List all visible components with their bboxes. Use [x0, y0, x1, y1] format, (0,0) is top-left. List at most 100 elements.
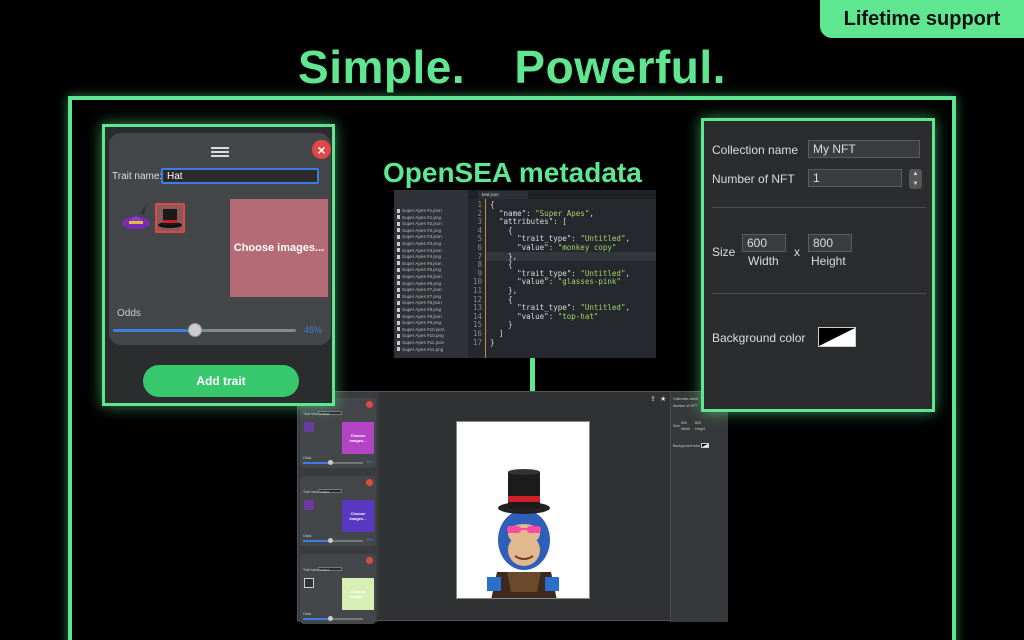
file-list-item[interactable]: Super Apes #9.png — [397, 320, 441, 325]
mini-slider-knob[interactable] — [328, 616, 333, 621]
file-list-item[interactable]: Super Apes #11.png — [397, 347, 443, 352]
line-number: 13 — [472, 303, 482, 313]
mini-odds-slider[interactable] — [303, 616, 363, 621]
thumbnail-hat-purple[interactable] — [121, 203, 151, 233]
code-area[interactable]: { "name": "Super Apes", "attributes": [ … — [490, 199, 656, 358]
file-list-item[interactable]: Super Apes #1.png — [397, 215, 441, 220]
feature-frame — [68, 96, 956, 640]
mini-thumbnail[interactable] — [304, 500, 314, 510]
editor-tab[interactable]: test.json — [478, 191, 528, 199]
mini-thumbnail[interactable] — [304, 422, 314, 432]
mini-number-label: Number of NFT — [673, 404, 698, 408]
file-list-item[interactable]: Super Apes #4.png — [397, 254, 441, 259]
mini-width-value[interactable]: 600 — [681, 421, 687, 425]
mini-bg-swatch[interactable] — [701, 443, 709, 448]
odds-value: 45% — [304, 325, 323, 335]
code-line: "value": "monkey copy" — [490, 243, 617, 252]
mini-choose-images[interactable]: Choose images... — [342, 422, 374, 454]
mini-odds-slider[interactable] — [303, 460, 363, 465]
file-list-item[interactable]: Super Apes #6.json — [397, 274, 442, 279]
mini-choose-images[interactable]: Choose images... — [342, 578, 374, 610]
code-line: "trait_type": "Untitled", — [490, 234, 630, 244]
file-list-item[interactable]: Super Apes #3.png — [397, 241, 441, 246]
file-list-item[interactable]: Super Apes #6.png — [397, 281, 441, 286]
mini-trait-input[interactable]: Untitled — [318, 489, 342, 494]
mini-slider-fill — [303, 462, 330, 464]
mini-trait-label: Trait name: — [303, 412, 321, 416]
divider-2 — [712, 293, 926, 294]
number-stepper-icon[interactable]: ▲▼ — [909, 169, 922, 189]
code-line: { — [490, 200, 495, 209]
collection-name-input[interactable]: My NFT — [808, 140, 920, 158]
file-list-item[interactable]: Super Apes #4.json — [397, 248, 442, 253]
mini-close-icon[interactable] — [366, 557, 373, 564]
star-icon[interactable]: ★ — [660, 396, 667, 403]
file-list-item[interactable]: Super Apes #1.json — [397, 208, 442, 213]
file-list-item[interactable]: Super Apes #3.json — [397, 234, 442, 239]
collection-name-label: Collection name — [712, 143, 799, 157]
line-number: 16 — [472, 329, 482, 338]
odds-slider[interactable] — [113, 323, 296, 337]
mini-slider-knob[interactable] — [328, 460, 333, 465]
mini-close-icon[interactable] — [366, 479, 373, 486]
code-line: { — [490, 225, 513, 235]
mini-odds-slider[interactable] — [303, 538, 363, 543]
file-list-item[interactable]: Super Apes #10.png — [397, 333, 444, 338]
close-icon[interactable]: × — [312, 140, 331, 159]
odds-slider-fill — [113, 329, 196, 332]
file-list-item[interactable]: Super Apes #5.png — [397, 267, 441, 272]
line-number: 11 — [472, 286, 482, 295]
file-list-item[interactable]: Super Apes #7.json — [397, 287, 442, 292]
mini-slider-fill — [303, 540, 330, 542]
mini-choose-images[interactable]: Choose images... — [342, 500, 374, 532]
mini-slider-knob[interactable] — [328, 538, 333, 543]
mini-collection-label: Collection name — [673, 397, 699, 401]
code-line: } — [490, 337, 495, 347]
width-label: Width — [748, 254, 779, 268]
line-number: 2 — [477, 208, 482, 218]
choose-images-dropzone[interactable]: Choose images... — [230, 199, 328, 297]
height-input[interactable]: 800 — [808, 234, 852, 252]
mini-trait-input[interactable]: Untitled — [318, 567, 342, 572]
file-list-item[interactable]: Super Apes #2.png — [397, 228, 441, 233]
line-number: 3 — [477, 217, 482, 227]
file-list-item[interactable]: Super Apes #9.json — [397, 314, 442, 319]
add-trait-button[interactable]: Add trait — [143, 365, 299, 397]
file-list-item[interactable]: Super Apes #8.png — [397, 307, 441, 312]
file-list-item[interactable]: Super Apes #7.png — [397, 294, 441, 299]
width-input[interactable]: 600 — [742, 234, 786, 252]
line-number: 5 — [477, 234, 482, 244]
mini-odds-label: Odds — [303, 612, 312, 616]
mini-height-value[interactable]: 800 — [695, 421, 701, 425]
file-list-item[interactable]: Super Apes #8.json — [397, 300, 442, 305]
line-number: 9 — [477, 268, 482, 278]
file-list-item[interactable]: Super Apes #5.json — [397, 261, 442, 266]
settings-panel: Collection name My NFT Number of NFT 1 ▲… — [701, 118, 935, 412]
odds-slider-knob[interactable] — [188, 323, 203, 337]
mini-width-label: Width — [681, 427, 690, 431]
file-list-item[interactable]: Super Apes #11.json — [397, 340, 444, 345]
headline-powerful: Powerful. — [514, 41, 726, 93]
number-of-nft-input[interactable]: 1 — [808, 169, 902, 187]
drag-handle-icon[interactable] — [211, 147, 229, 157]
lifetime-support-badge: Lifetime support — [820, 0, 1024, 38]
trait-name-input[interactable] — [161, 168, 319, 184]
mini-close-icon[interactable] — [366, 401, 373, 408]
mini-trait-input[interactable]: Untitled — [318, 411, 342, 416]
code-line: } — [490, 320, 513, 330]
share-icon[interactable]: ⇪ — [650, 396, 656, 403]
trait-panel: × Trait name: Choose images... Odds 45% — [102, 124, 335, 406]
thumbnail-top-hat[interactable] — [155, 203, 185, 233]
mini-odds-label: Odds — [303, 534, 312, 538]
mini-trait-label: Trait name: — [303, 568, 321, 572]
background-color-swatch[interactable] — [818, 327, 856, 347]
mini-thumbnail[interactable] — [304, 578, 314, 588]
metadata-title: OpenSEA metadata — [383, 157, 642, 188]
code-line: { — [490, 260, 513, 270]
file-list-item[interactable]: Super Apes #2.json — [397, 221, 442, 226]
file-list-item[interactable]: Super Apes #10.json — [397, 327, 444, 332]
